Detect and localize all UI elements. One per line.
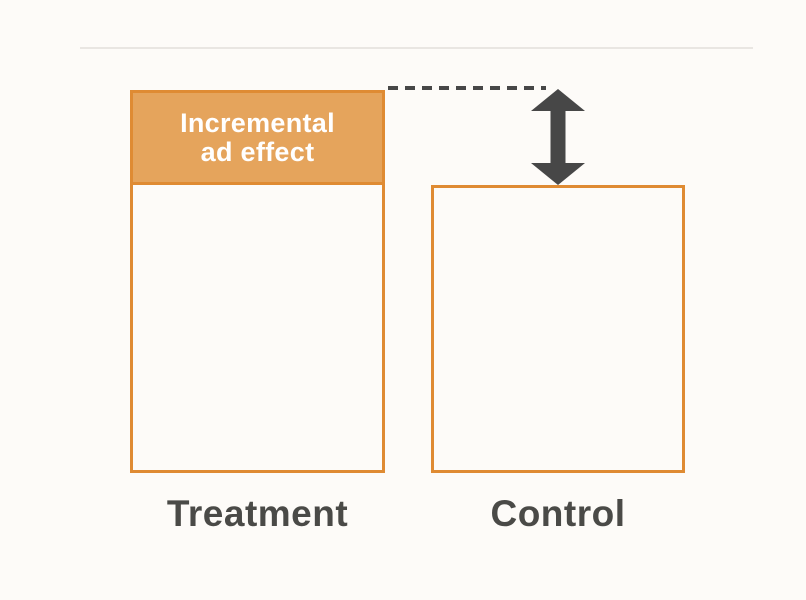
dashed-reference-line <box>388 86 546 90</box>
arrow-shaft <box>550 109 566 165</box>
top-divider-line <box>80 47 753 49</box>
double-headed-arrow-icon <box>531 89 585 185</box>
control-bar <box>431 185 685 473</box>
treatment-label: Treatment <box>166 493 349 534</box>
arrow-head-up <box>531 89 585 111</box>
treatment-bar: Incremental ad effect <box>130 90 385 473</box>
control-label: Control <box>490 493 626 534</box>
incremental-ad-effect-label: Incremental ad effect <box>180 107 335 167</box>
incremental-ad-effect-segment: Incremental ad effect <box>133 93 382 185</box>
arrow-head-down <box>531 163 585 185</box>
